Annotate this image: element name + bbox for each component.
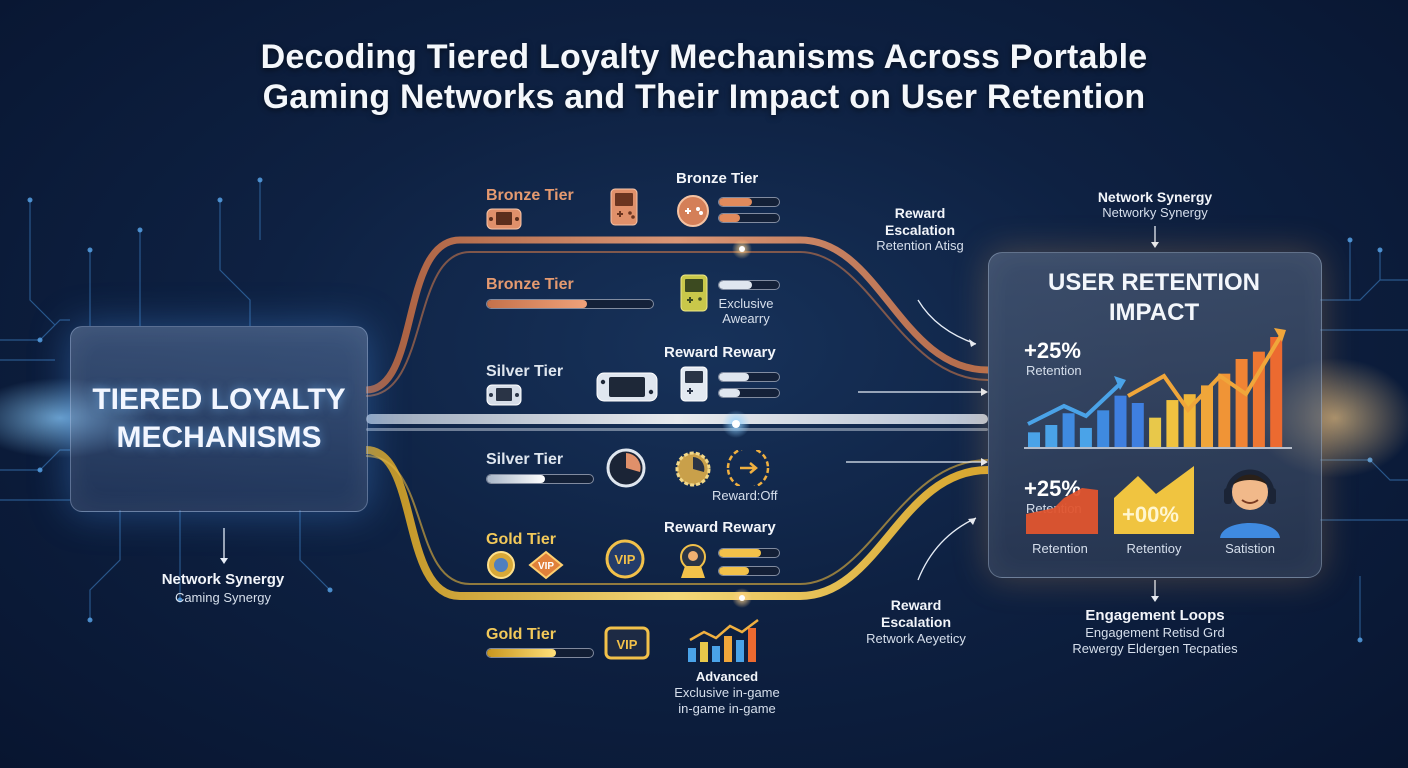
reward-escalation-top-sub: Retention Atisg bbox=[876, 238, 964, 253]
gamer-headset-avatar bbox=[1220, 469, 1280, 538]
red-bars-graphic bbox=[1026, 488, 1098, 534]
silver-progress-bar-a bbox=[718, 372, 780, 382]
chart-bar-2 bbox=[1062, 413, 1075, 447]
tier-label-bronze-2: Bronze Tier bbox=[486, 276, 574, 293]
vip-ribbon-icon: VIP bbox=[528, 550, 564, 580]
bronze-progress-bar-a bbox=[718, 197, 780, 207]
chart-bar-0 bbox=[1028, 432, 1040, 447]
chart-bar-5 bbox=[1114, 395, 1127, 447]
reward-off-note: Reward:Off bbox=[712, 488, 778, 503]
reward-escalation-top-line2: Escalation bbox=[884, 222, 956, 238]
silver-handheld-icon bbox=[486, 384, 522, 406]
silver-gameboy-icon bbox=[680, 366, 708, 402]
tier-label-silver-1: Silver Tier bbox=[486, 363, 564, 380]
svg-text:VIP: VIP bbox=[538, 561, 554, 572]
bronze-mini-bar bbox=[718, 280, 780, 290]
progress-dial-icon bbox=[606, 448, 646, 488]
chart-bar-4 bbox=[1097, 410, 1110, 447]
tiered-loyalty-line1: TIERED LOYALTY bbox=[92, 383, 346, 416]
user-retention-title-line2: IMPACT bbox=[1108, 299, 1200, 326]
bottom-label-satistion: Satistion bbox=[1225, 541, 1275, 556]
tier-label-silver-2: Silver Tier bbox=[486, 451, 564, 468]
tier-label-bronze-1: Bronze Tier bbox=[486, 187, 574, 204]
tiered-loyalty-line2: MECHANISMS bbox=[116, 421, 322, 454]
exclusive-in-game-note: Exclusive in-game bbox=[674, 685, 780, 700]
gold-progress-bar-a bbox=[718, 548, 780, 558]
retro-handheld-icon bbox=[680, 274, 708, 312]
chart-bar-1 bbox=[1045, 425, 1058, 447]
chart-bar-10 bbox=[1201, 385, 1213, 447]
reward-escalation-top-line1: Reward bbox=[894, 205, 946, 221]
awearry-note: Awearry bbox=[722, 311, 770, 326]
silver-tier-progress bbox=[486, 474, 594, 484]
bronze-progress-bar-b bbox=[718, 213, 780, 223]
bottom-label-retention: Retention bbox=[1032, 541, 1088, 556]
network-synergy-top-sub: Networky Synergy bbox=[1102, 205, 1208, 220]
bottom-label-retentioy: Retentioy bbox=[1126, 541, 1182, 556]
gamepad-badge-icon bbox=[677, 195, 709, 227]
retention-growth-chart bbox=[1024, 328, 1292, 449]
tier-label-gold-1: Gold Tier bbox=[486, 531, 556, 548]
tier-label-gold-2: Gold Tier bbox=[486, 626, 556, 643]
chart-bar-7 bbox=[1149, 417, 1162, 447]
chart-bar-6 bbox=[1131, 403, 1144, 447]
network-synergy-top-label: Network Synergy bbox=[1097, 189, 1213, 205]
orange-trend-arrowhead bbox=[1274, 328, 1286, 342]
engagement-loops-label: Engagement Loops bbox=[1085, 607, 1225, 624]
handheld-console-icon bbox=[486, 208, 522, 230]
reward-escalation-bottom-line2: Escalation bbox=[880, 614, 952, 630]
gold-mountain-graphic bbox=[1114, 466, 1194, 534]
page-title-line1: Decoding Tiered Loyalty Mechanisms Acros… bbox=[260, 38, 1148, 76]
gameboy-icon bbox=[610, 188, 638, 226]
vip-badge-icon: VIP bbox=[605, 539, 645, 579]
reward-escalation-bottom-line1: Reward bbox=[890, 597, 942, 613]
engagement-loops-sub1: Engagement Retisd Grd bbox=[1085, 625, 1225, 640]
chart-bar-12 bbox=[1235, 359, 1248, 447]
chart-bar-14 bbox=[1270, 337, 1283, 447]
stat1-label: Retention bbox=[1026, 363, 1082, 378]
vip-shield-icon: VIP bbox=[604, 626, 650, 660]
blue-trend-arrowhead bbox=[1114, 376, 1126, 390]
growth-bars-icon bbox=[688, 619, 759, 662]
gold-progress-bar-b bbox=[718, 566, 780, 576]
exclusive-note: Exclusive bbox=[718, 296, 774, 311]
silver-reward-header: Reward Rewary bbox=[664, 344, 776, 361]
silver-progress-bar-b bbox=[718, 388, 780, 398]
reward-escalation-bottom-sub: Retwork Aeyeticy bbox=[866, 631, 966, 646]
gold-medal-icon bbox=[487, 551, 515, 579]
stat1-value: +25% bbox=[1024, 338, 1081, 363]
gear-medal-icon bbox=[675, 451, 711, 487]
switch-console-icon bbox=[596, 372, 658, 402]
page-title-line2: Gaming Networks and Their Impact on User… bbox=[262, 78, 1146, 116]
stat3-value: +00% bbox=[1122, 502, 1179, 527]
advanced-note: Advanced bbox=[695, 669, 759, 684]
bronze-tier-progress bbox=[486, 299, 654, 309]
engagement-loops-sub2: Rewergy Eldergen Tecpaties bbox=[1072, 641, 1238, 656]
gamer-avatar-icon bbox=[680, 544, 706, 578]
chart-bar-11 bbox=[1218, 373, 1231, 447]
blue-trend-line bbox=[1027, 380, 1124, 426]
chart-bar-3 bbox=[1079, 427, 1092, 447]
bronze-tier-header: Bronze Tier bbox=[676, 170, 759, 187]
user-retention-title-line1: USER RETENTION bbox=[1047, 269, 1260, 296]
exchange-arrows-icon bbox=[726, 450, 770, 486]
network-synergy-left-sub: Caming Synergy bbox=[174, 590, 272, 605]
vip-badge-text: VIP bbox=[615, 552, 636, 567]
orange-trend-line bbox=[1127, 332, 1284, 414]
gold-tier-progress bbox=[486, 648, 594, 658]
network-synergy-left-label: Network Synergy bbox=[161, 571, 285, 588]
in-game-note: in-game in-game bbox=[678, 701, 776, 716]
tiered-loyalty-panel: TIERED LOYALTY MECHANISMS bbox=[70, 326, 368, 512]
gold-reward-header: Reward Rewary bbox=[664, 519, 776, 536]
vip-shield-text: VIP bbox=[617, 637, 638, 652]
chart-bar-8 bbox=[1166, 400, 1179, 447]
